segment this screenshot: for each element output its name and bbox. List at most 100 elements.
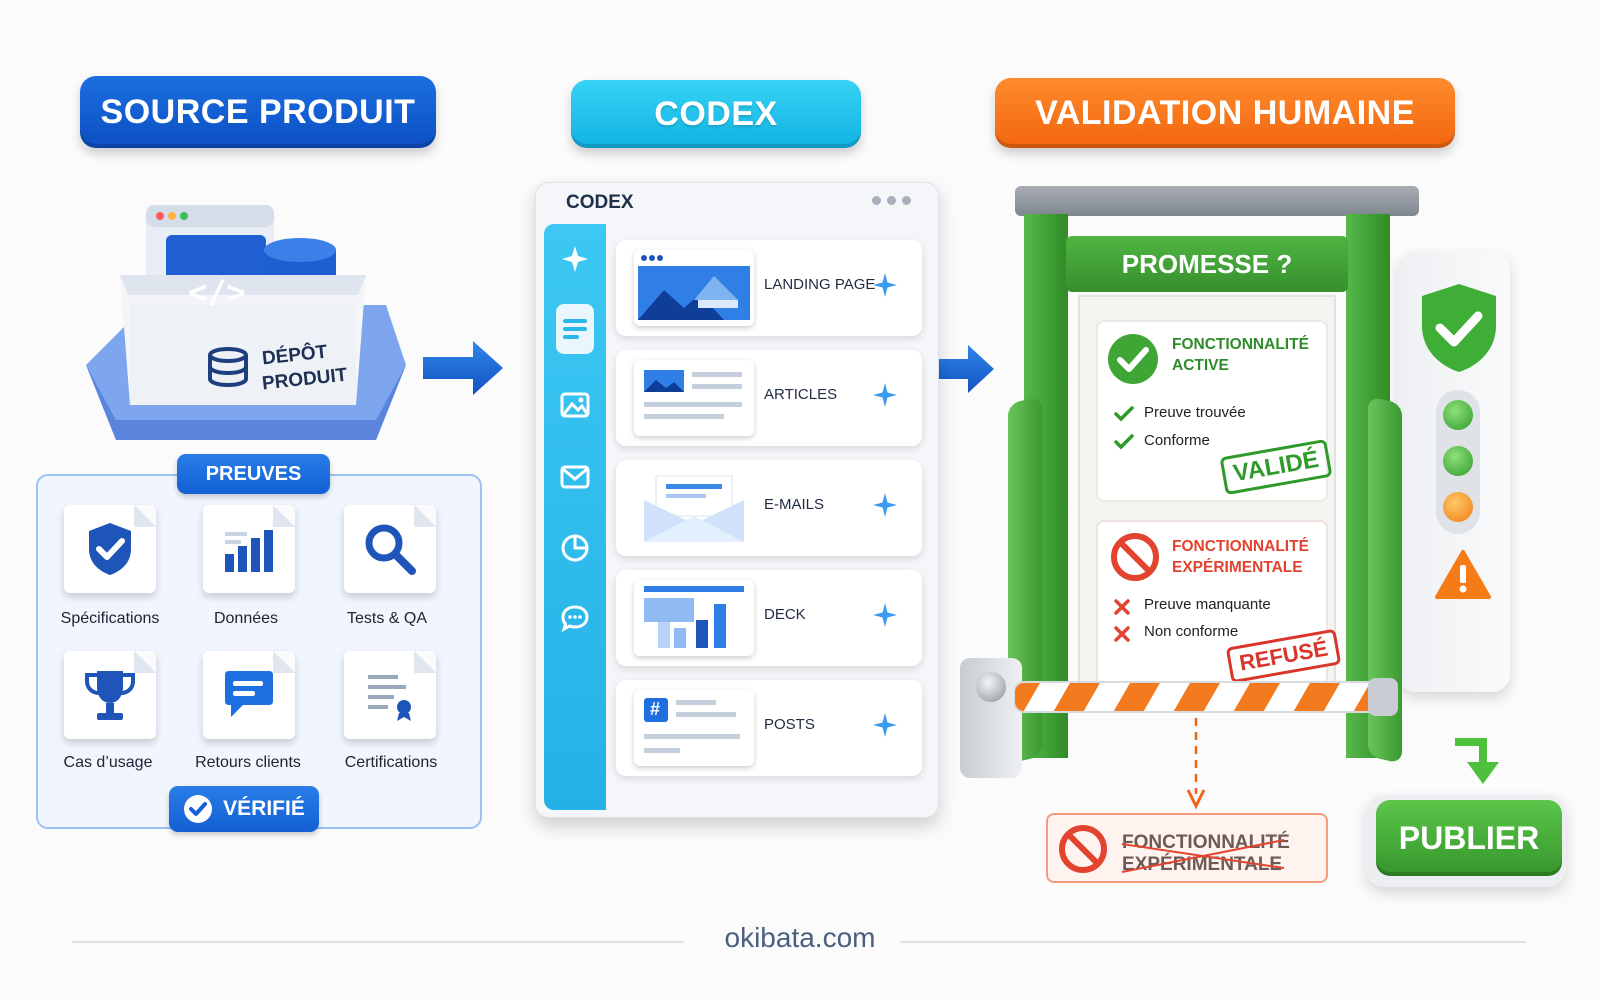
codex-item-label: POSTS [764,716,815,733]
bar-chart-icon [225,530,273,572]
evidence-label: Spécifications [60,610,160,627]
checkmark-icon [1114,406,1134,422]
document-icon[interactable] [556,304,594,354]
gate-roof [1015,186,1419,216]
dashed-arrow-down-icon [1186,718,1206,810]
cross-icon [1114,599,1130,615]
evidence-title: PREUVES [177,454,330,494]
trophy-icon [85,671,135,720]
rejected-title-line1: FONCTIONNALITÉ [1172,538,1309,555]
arrow-right-icon [423,341,503,395]
evidence-label: Tests & QA [346,610,428,627]
publish-button[interactable]: PUBLIER [1376,800,1562,876]
image-icon[interactable] [556,386,594,424]
shield-check-icon [1422,284,1496,372]
green-light-icon [1443,400,1473,430]
approved-title-line2: ACTIVE [1172,357,1229,374]
evidence-card-certifications [344,651,436,739]
evidence-card-retours [203,651,295,739]
window-menu-icon[interactable] [872,196,911,205]
barrier-hinge [976,672,1006,702]
approved-check: Preuve trouvée [1144,404,1246,421]
footer-divider [72,941,684,943]
mail-icon[interactable] [556,458,594,496]
header-validation-humaine: VALIDATION HUMAINE [995,78,1455,148]
evidence-card-tests [344,505,436,593]
evidence-card-specifications [64,505,156,593]
codex-item-posts[interactable]: # POSTS [616,680,922,776]
check-circle-icon [184,795,213,823]
sparkle-icon [873,713,897,737]
prohibited-icon [1111,533,1159,581]
barrier-arm [1014,678,1398,716]
evidence-title-label: PREUVES [205,462,302,485]
rejected-check: Non conforme [1144,623,1239,640]
sparkle-icon [873,273,897,297]
code-icon: </> [188,273,246,311]
repository-box-illustration [86,205,406,440]
check-circle-icon [1108,334,1158,384]
cross-icon [1114,626,1130,642]
header-codex: CODEX [571,80,861,148]
codex-item-label: DECK [764,606,806,623]
verified-badge: VÉRIFIÉ [169,786,319,832]
deck-thumbnail [634,580,754,656]
certificate-icon [368,675,411,721]
rejected-title: FONCTIONNALITÉ EXPÉRIMENTALE [1172,536,1309,578]
approved-title: FONCTIONNALITÉ ACTIVE [1172,334,1309,376]
blocked-feature-box [1046,813,1328,883]
landing-page-thumbnail [634,250,754,326]
codex-item-label: ARTICLES [764,386,838,403]
codex-item-landing-page[interactable]: LANDING PAGE [616,240,922,336]
posts-thumbnail: # [634,690,754,766]
promise-sign-label: PROMESSE ? [1121,248,1293,279]
arrow-right-icon [930,345,994,393]
evidence-label: Cas d’usage [63,754,153,771]
sparkle-icon[interactable] [556,240,594,278]
header-validation-label: VALIDATION HUMAINE [1035,93,1415,132]
evidence-label: Données [213,610,279,627]
warning-icon [1435,550,1491,599]
promise-sign: PROMESSE ? [1066,236,1348,292]
strike-through-mark [1121,839,1285,873]
codex-window-title: CODEX [566,192,634,213]
orange-light-icon [1443,492,1473,522]
codex-item-articles[interactable]: ARTICLES [616,350,922,446]
prohibited-icon [1059,825,1107,873]
sparkle-icon [873,493,897,517]
chat-bubble-icon [225,671,273,717]
footer-site[interactable]: okibata.com [724,922,876,953]
header-source-label: SOURCE PRODUIT [100,92,416,131]
pie-chart-icon[interactable] [556,529,594,567]
checkmark-icon [1114,434,1134,450]
chat-icon[interactable] [556,599,594,637]
blocked-line2: EXPÉRIMENTALE [1122,854,1283,875]
publish-label: PUBLIER [1398,819,1540,856]
codex-item-deck[interactable]: DECK [616,570,922,666]
evidence-label: Retours clients [195,754,301,771]
evidence-card-cas-usage [64,651,156,739]
codex-item-label: E-MAILS [764,496,825,513]
evidence-label: Certifications [344,754,438,771]
header-source-produit: SOURCE PRODUIT [80,76,436,148]
shield-check-icon [89,523,131,575]
arrow-down-right-icon [1455,738,1499,784]
magnifier-icon [365,524,416,575]
hashtag-icon: # [650,699,661,719]
emails-thumbnail [634,470,754,546]
sparkle-icon [873,383,897,407]
articles-thumbnail [634,360,754,436]
sparkle-icon [873,603,897,627]
green-light-icon [1443,446,1473,476]
footer-divider [900,941,1526,943]
approved-title-line1: FONCTIONNALITÉ [1172,336,1309,353]
codex-item-label: LANDING PAGE [764,276,876,293]
rejected-check: Preuve manquante [1144,596,1271,613]
codex-item-emails[interactable]: E-MAILS [616,460,922,556]
approved-check: Conforme [1144,432,1210,449]
rejected-title-line2: EXPÉRIMENTALE [1172,559,1303,576]
evidence-card-donnees [203,505,295,593]
verified-label: VÉRIFIÉ [223,797,305,820]
header-codex-label: CODEX [654,94,778,133]
product-repository: </> DÉPÔT PRODUIT [76,195,406,450]
